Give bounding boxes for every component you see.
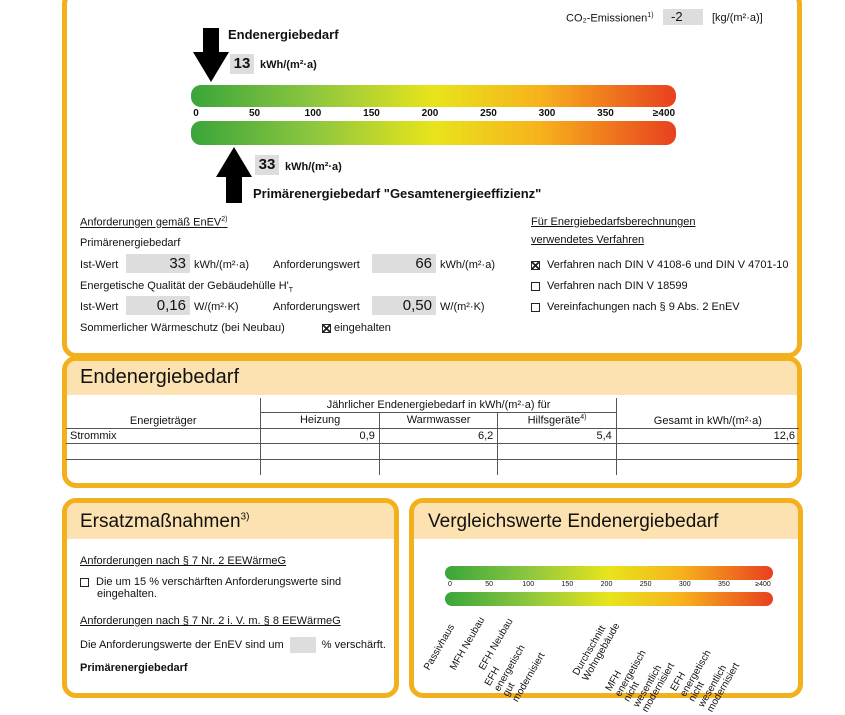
req-head: Anforderungen gemäß EnEV2) [80,216,228,229]
col-aux: Hilfsgeräte4) [497,412,617,429]
method-head-1: Für Energiebedarfsberechnungen [531,216,696,228]
vergleich-scale-top [445,566,773,580]
scale-tick: 150 [363,108,380,119]
scale-tick: 300 [538,108,556,119]
scale-tick: 250 [480,108,497,119]
anf-label-1: Anforderungswert [273,259,360,271]
end-arrow-icon [193,28,229,87]
method-1[interactable]: Verfahren nach DIN V 4108-6 und DIN V 47… [531,259,789,271]
unit-2b: W/(m²·K) [440,301,485,313]
cell-aux: 5,4 [497,427,617,444]
checkbox-empty-icon[interactable] [531,281,540,291]
table-row [66,442,799,460]
end-unit: kWh/(m²·a) [260,59,317,71]
ersatz-req2: Anforderungen nach § 7 Nr. 2 i. V. m. § … [80,615,341,627]
vergleich-header-band [414,503,798,539]
co2-value: -2 [663,9,703,25]
summer-check[interactable]: eingehalten [322,322,391,334]
method-head-2: verwendetes Verfahren [531,234,645,246]
checkbox-empty-icon[interactable] [531,302,540,312]
co2-unit: [kg/(m²·a)] [712,12,763,24]
vergleich-tick: 0 [448,581,452,588]
prim-unit: kWh/(m²·a) [285,161,342,173]
vergleich-tick: 300 [678,581,691,588]
end-table-header-band [67,361,797,395]
method-2[interactable]: Verfahren nach DIN V 18599 [531,280,688,292]
vergleich-tick: 250 [639,581,652,588]
col-total: Gesamt in kWh/(m²·a) [615,398,799,429]
checkbox-empty-icon[interactable] [80,577,89,587]
anf-value-1: 66 [372,254,436,273]
ersatz-req1: Anforderungen nach § 7 Nr. 2 EEWärmeG [80,555,287,567]
cell-water: 6,2 [378,427,499,444]
checkbox-checked-icon[interactable] [531,260,540,270]
col-heat: Heizung [260,412,380,429]
table-row: Strommix 0,9 6,2 5,4 12,6 [66,427,799,444]
ersatz-title: Ersatzmaßnahmen3) [80,511,250,532]
prim-arrow-icon [216,147,252,208]
end-energy-table: Energieträger Jährlicher Endenergiebedar… [66,398,799,475]
end-value: 13 [230,54,254,74]
energy-scale-white [191,107,676,121]
end-title: Endenergiebedarf [228,27,339,42]
energy-scale-bottom [191,121,676,145]
vergleich-tick: ≥400 [755,581,771,588]
vergleich-tick: 100 [522,581,535,588]
col-water: Warmwasser [378,412,499,429]
scale-tick: 200 [421,108,439,119]
unit-1b: kWh/(m²·a) [440,259,495,271]
scale-tick: 100 [304,108,322,119]
ist-label-1: Ist-Wert [80,259,119,271]
ist-value-2: 0,16 [126,296,190,315]
table-row [66,458,799,475]
cell-heat: 0,9 [260,427,380,444]
co2-label: CO₂-Emissionen1) [566,12,654,25]
anf-value-2: 0,50 [372,296,436,315]
vergleich-scale-bottom [445,592,773,606]
percent-field[interactable] [289,637,316,653]
method-3[interactable]: Vereinfachungen nach § 9 Abs. 2 EnEV [531,301,740,313]
scale-tick: 350 [597,108,614,119]
vergleich-tick: 200 [600,581,613,588]
vergleich-scale-white [445,580,773,592]
ist-value-1: 33 [126,254,190,273]
vergleich-tick: 350 [718,581,730,588]
vergleich-title: Vergleichswerte Endenergiebedarf [428,511,719,532]
prim-label: Primärenergiebedarf [80,237,181,249]
vergleich-tick: 150 [561,581,574,588]
ersatz-item2: Die Anforderungswerte der EnEV sind um %… [80,637,386,653]
scale-tick: 50 [248,108,261,119]
vergleich-tick: 50 [485,581,494,588]
ersatz-prim: Primärenergiebedarf [80,662,188,674]
prim-value: 33 [255,155,279,175]
energy-scale-top [191,85,676,107]
ist-label-2: Ist-Wert [80,301,119,313]
scale-tick: ≥400 [652,108,676,119]
scale-tick: 0 [193,108,199,119]
ersatz-header-band [67,503,394,539]
checkbox-checked-icon[interactable] [322,323,331,333]
unit-1: kWh/(m²·a) [194,259,249,271]
ersatz-item1[interactable]: Die um 15 % verschärften Anforderungswer… [80,576,387,600]
col-main-head: Jährlicher Endenergiebedarf in kWh/(m²·a… [260,398,617,413]
col-carrier: Energieträger [66,398,262,429]
anf-label-2: Anforderungswert [273,301,360,313]
prim-title: Primärenergiebedarf "Gesamtenergieeffizi… [253,186,542,201]
qual-label: Energetische Qualität der Gebäudehülle H… [80,280,294,295]
cell-carrier: Strommix [66,427,262,444]
unit-2: W/(m²·K) [194,301,239,313]
summer-label: Sommerlicher Wärmeschutz (bei Neubau) [80,322,285,334]
cell-total: 12,6 [615,427,799,444]
end-table-title: Endenergiebedarf [80,366,240,388]
